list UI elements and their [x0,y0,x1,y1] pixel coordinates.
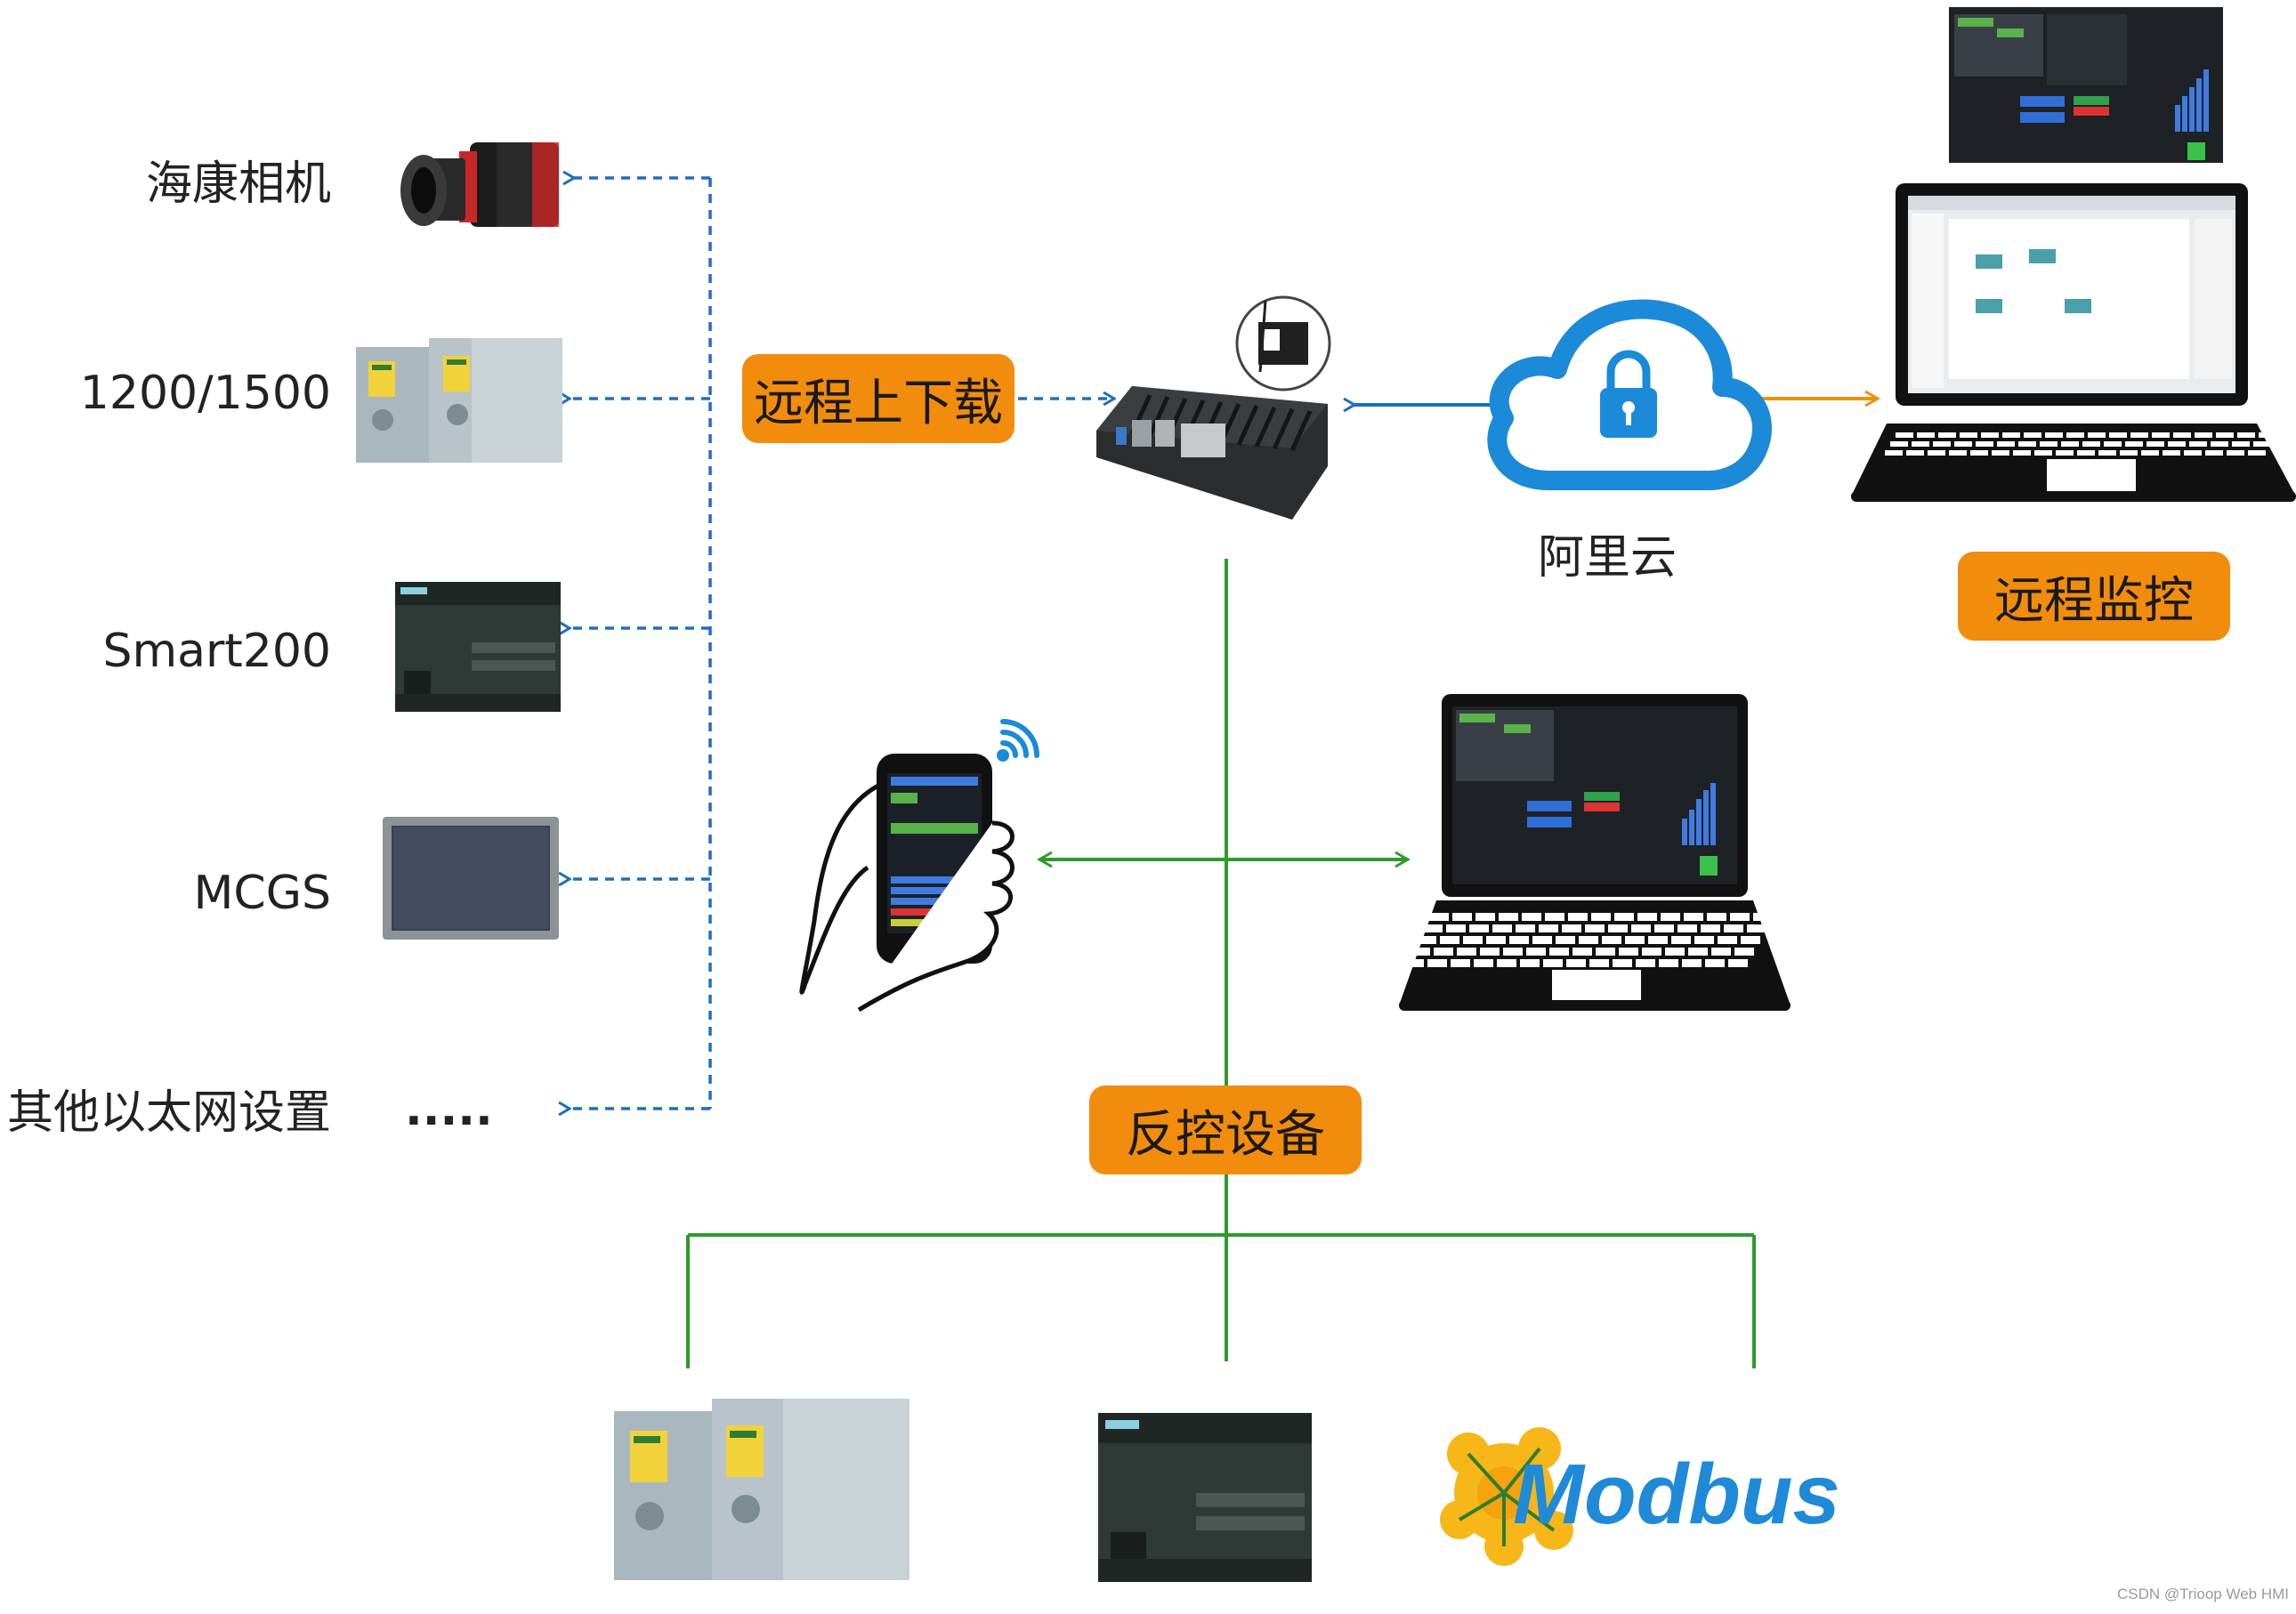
download-bus [570,178,1114,1109]
thermal-camera-icon [400,142,559,227]
more-dots-icon: ..... [405,1083,493,1136]
modbus-logo-icon: Modbus [1440,1427,1840,1566]
remote-download-pill: 远程上下载 [742,354,1015,443]
remote-monitor-pill: 远程监控 [1958,552,2230,641]
device-label-other: 其他以太网设置 [6,1086,331,1140]
device-label-camera: 海康相机 [145,157,331,211]
siemens-smart200-plc-icon [1098,1413,1312,1582]
edge-gateway-icon [1096,386,1328,520]
control-devices-pill: 反控设备 [1089,1085,1362,1174]
svg-text:Modbus: Modbus [1513,1447,1840,1542]
device-label-s7-1200-1500: 1200/1500 [79,367,331,420]
siemens-s7-1500-plc-icon [356,338,562,463]
device-label-mcgs: MCGS [193,867,331,920]
device-label-smart200: Smart200 [102,625,331,678]
watermark: CSDN @Trioop Web HMI [2117,1586,2289,1602]
scada-screen-icon [1949,7,2223,163]
remote-laptop-icon [1851,183,2296,502]
hmi-panel-icon [383,817,559,940]
cloud-lock-icon [1487,299,1772,490]
control-bus [686,559,1756,1368]
siemens-s7-1500-plc-icon [614,1399,910,1580]
mobile-phone-icon [799,719,1039,1013]
local-laptop-icon [1399,694,1791,1011]
cloud-label: 阿里云 [1538,531,1678,585]
siemens-smart200-plc-icon [395,582,561,712]
wifi-signal-icon [997,719,1039,762]
wifi-module-icon [1235,295,1331,391]
